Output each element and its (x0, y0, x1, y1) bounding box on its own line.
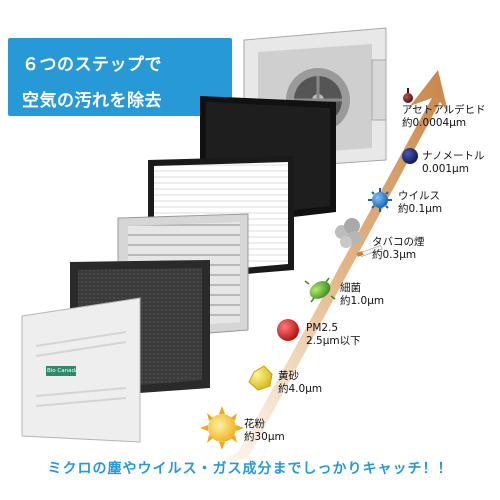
particle-name: 黄砂 (278, 370, 299, 382)
particle-name: ナノメートル (422, 150, 485, 162)
particle-name: 細菌 (340, 282, 361, 294)
particle-label-yellow-sand: 黄砂 約4.0μm (278, 370, 322, 396)
particle-size: 約0.1μm (398, 203, 443, 215)
particle-label-smoke: タバコの煙 約0.3μm (372, 236, 425, 262)
particle-label-bacteria: 細菌 約1.0μm (340, 282, 384, 308)
bottom-caption: ミクロの塵やウイルス・ガス成分までしっかりキャッチ！！ (47, 461, 453, 477)
particle-size: 約1.0μm (340, 295, 385, 307)
brand-badge (46, 366, 76, 376)
header-line-2: 空気の汚れを除去 (22, 91, 162, 111)
particle-name: タバコの煙 (372, 236, 425, 248)
particle-size: 0.001μm (422, 163, 469, 175)
particle-label-pollen: 花粉 約30μm (244, 418, 285, 444)
cigarette-icon (356, 244, 383, 258)
acetaldehyde-icon (403, 93, 413, 103)
particle-size: 約4.0μm (278, 383, 323, 395)
header-line-1: ６つのステップで (22, 55, 162, 75)
smoke-icon (335, 218, 361, 248)
particle-name: 花粉 (244, 418, 265, 430)
particle-label-nanometer: ナノメートル 0.001μm (422, 150, 484, 176)
virus-icon (368, 188, 392, 212)
particle-label-pm25: PM2.5 2.5μm以下 (306, 322, 361, 348)
nanometer-icon (402, 148, 418, 164)
particle-size: 約0.0004μm (402, 117, 467, 129)
header-banner (8, 38, 232, 116)
particle-size: 約0.3μm (372, 249, 417, 261)
pm25-icon (277, 319, 299, 341)
particle-name: PM2.5 (306, 322, 339, 334)
pollen-icon (200, 406, 244, 450)
front-cover-panel (21, 297, 141, 443)
particle-size: 2.5μm以下 (306, 335, 361, 347)
brand-badge-text: Bio Canada (47, 368, 77, 374)
yellow-sand-icon (248, 365, 273, 391)
particle-name: ウイルス (398, 190, 440, 202)
particle-size: 約30μm (244, 431, 285, 443)
particle-label-acetaldehyde: アセトアルデヒド 約0.0004μm (402, 104, 486, 130)
bacteria-icon (304, 277, 336, 303)
particle-name: アセトアルデヒド (402, 104, 486, 116)
particle-label-virus: ウイルス 約0.1μm (398, 190, 442, 216)
